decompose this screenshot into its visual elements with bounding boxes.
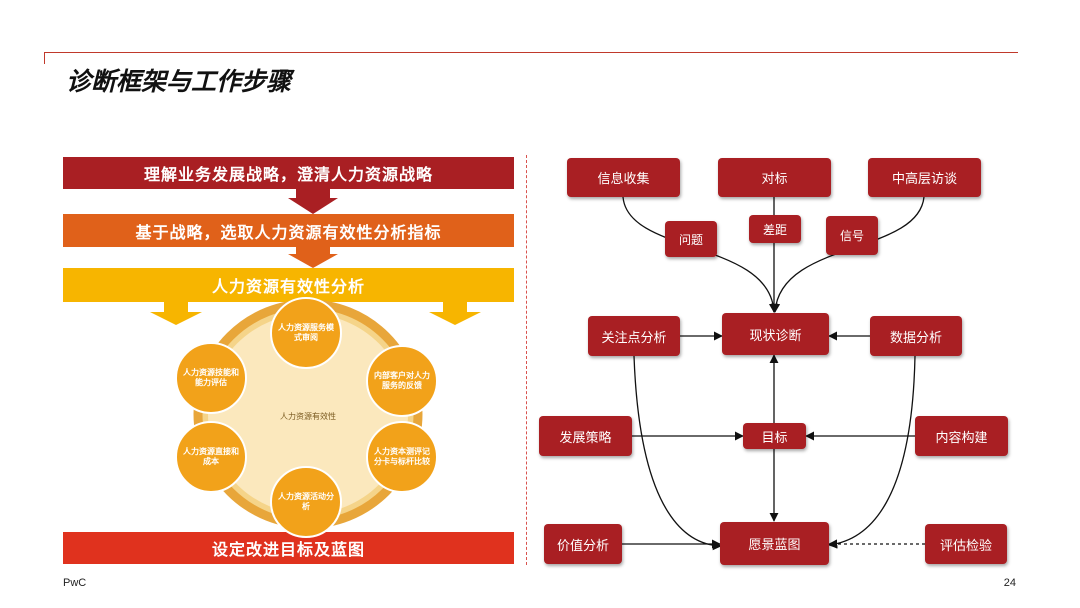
band-indicators: 基于战略，选取人力资源有效性分析指标 [63,214,514,247]
panel-divider [526,155,527,565]
circle-internal-feedback: 内部客户对人力服务的反馈 [374,371,430,390]
wheel-inner [208,314,408,514]
node-status-diagnosis: 现状诊断 [722,313,829,355]
node-value-analysis: 价值分析 [544,524,622,564]
side-arrow-right [429,302,481,325]
side-arrow-left [150,302,202,325]
node-evaluation: 评估检验 [925,524,1007,564]
circle-service-model: 人力资源服务模式审阅 [278,323,334,342]
node-vision-blueprint: 愿景蓝图 [720,522,829,565]
down-arrow-1 [288,189,338,214]
circle-2-bg [366,345,438,417]
band-target-blueprint: 设定改进目标及蓝图 [63,532,514,564]
node-issue: 问题 [665,221,717,257]
node-goal: 目标 [743,423,806,449]
band-strategy: 理解业务发展战略，澄清人力资源战略 [63,157,514,189]
footer-page-number: 24 [1003,577,1016,589]
node-focus-analysis: 关注点分析 [588,316,680,356]
circle-5-bg [175,421,247,493]
node-benchmark: 对标 [718,158,831,197]
node-development-strategy: 发展策略 [539,416,632,456]
circle-6-bg [175,342,247,414]
node-data-analysis: 数据分析 [870,316,962,356]
node-content-building: 内容构建 [915,416,1008,456]
node-info-collection: 信息收集 [567,158,680,197]
circle-3-bg [366,421,438,493]
down-arrow-2 [288,247,338,268]
circle-hr-cost: 人力资源直接和成本 [183,447,239,466]
flow-focus-to-vision [633,355,722,551]
flow-data-to-vision [828,355,916,549]
circle-4-bg [270,466,342,538]
circle-hr-activity: 人力资源活动分析 [278,492,334,511]
wheel-center-label: 人力资源有效性 [280,412,336,421]
circle-hr-skills: 人力资源技能和能力评估 [183,368,239,387]
node-signal: 信号 [826,216,878,255]
footer-brand: PwC [63,577,87,589]
page-title: 诊断框架与工作步骤 [66,67,292,96]
band-effectiveness: 人力资源有效性分析 [63,268,514,302]
title-rule-tick [44,52,45,64]
circle-human-capital-scorecard: 人力资本测评记分卡与标杆比较 [374,447,430,466]
node-interview: 中高层访谈 [868,158,981,197]
title-rule [44,52,1018,53]
circle-1-bg [270,297,342,369]
node-gap: 差距 [749,215,801,243]
